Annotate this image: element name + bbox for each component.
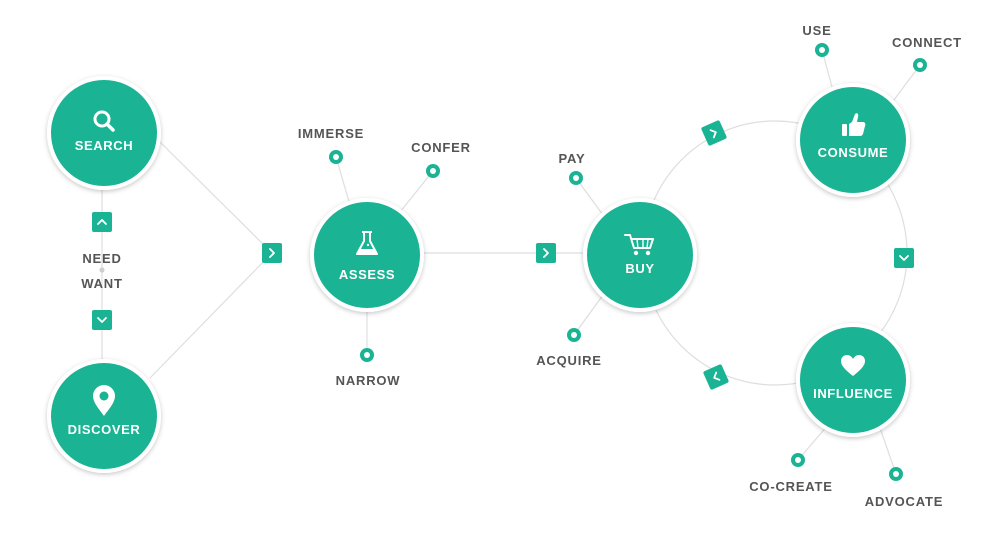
step-dot-confer[interactable] bbox=[426, 164, 440, 178]
stage-label-discover: DISCOVER bbox=[68, 422, 141, 437]
connector-acquire bbox=[573, 294, 604, 336]
step-dot-pay[interactable] bbox=[569, 171, 583, 185]
arrow-up-icon bbox=[92, 212, 112, 232]
stage-influence[interactable]: INFLUENCE bbox=[796, 323, 910, 437]
arrow-right-icon bbox=[262, 243, 282, 263]
magnifier-icon bbox=[93, 110, 115, 132]
stage-discover[interactable]: DISCOVER bbox=[47, 359, 161, 473]
arrow-loop-left-icon bbox=[703, 364, 729, 390]
step-label-connect: CONNECT bbox=[892, 35, 962, 50]
flask-icon bbox=[356, 231, 378, 255]
step-dot-immerse[interactable] bbox=[329, 150, 343, 164]
arrow-loop-right-icon bbox=[701, 120, 727, 146]
stage-consume[interactable]: CONSUME bbox=[796, 83, 910, 197]
step-label-need: NEED bbox=[82, 251, 121, 266]
connector-confer bbox=[399, 170, 434, 213]
stage-assess[interactable]: ASSESS bbox=[310, 198, 424, 312]
connector-search-assess bbox=[157, 139, 273, 254]
stage-label-assess: ASSESS bbox=[339, 267, 395, 282]
need-want-divider-dot bbox=[99, 267, 105, 273]
step-labels: NEED WANT IMMERSE CONFER NARROW PAY ACQU… bbox=[81, 23, 962, 509]
step-label-immerse: IMMERSE bbox=[298, 126, 364, 141]
connector-co-create bbox=[797, 424, 829, 461]
connector-discover-assess bbox=[149, 252, 273, 379]
step-label-use: USE bbox=[802, 23, 831, 38]
step-dot-co-create[interactable] bbox=[791, 453, 805, 467]
step-label-co-create: CO-CREATE bbox=[749, 479, 833, 494]
direction-arrows bbox=[92, 120, 914, 390]
step-label-narrow: NARROW bbox=[336, 373, 401, 388]
step-dot-connect[interactable] bbox=[913, 58, 927, 72]
shopping-cart-icon bbox=[624, 234, 654, 256]
stage-label-consume: CONSUME bbox=[818, 145, 889, 160]
step-label-pay: PAY bbox=[559, 151, 586, 166]
map-pin-icon bbox=[93, 385, 115, 416]
heart-icon bbox=[841, 355, 865, 376]
stage-search[interactable]: SEARCH bbox=[47, 76, 161, 190]
connector-advocate bbox=[879, 427, 897, 475]
step-label-confer: CONFER bbox=[411, 140, 471, 155]
thumbs-up-icon bbox=[842, 113, 866, 136]
arrow-right-icon bbox=[536, 243, 556, 263]
step-dot-use[interactable] bbox=[815, 43, 829, 57]
step-dot-acquire[interactable] bbox=[567, 328, 581, 342]
arrow-down-icon bbox=[92, 310, 112, 330]
arrow-loop-down-icon bbox=[894, 248, 914, 268]
stage-label-search: SEARCH bbox=[75, 138, 134, 153]
step-label-acquire: ACQUIRE bbox=[536, 353, 602, 368]
stage-label-influence: INFLUENCE bbox=[813, 386, 893, 401]
step-label-want: WANT bbox=[81, 276, 122, 291]
step-dots bbox=[329, 43, 927, 481]
connector-pay bbox=[575, 177, 604, 216]
step-dot-narrow[interactable] bbox=[360, 348, 374, 362]
stage-label-buy: BUY bbox=[625, 261, 654, 276]
connectors bbox=[101, 49, 921, 475]
step-dot-advocate[interactable] bbox=[889, 467, 903, 481]
stage-buy[interactable]: BUY bbox=[583, 198, 697, 312]
connector-immerse bbox=[335, 156, 351, 206]
step-label-advocate: ADVOCATE bbox=[865, 494, 943, 509]
